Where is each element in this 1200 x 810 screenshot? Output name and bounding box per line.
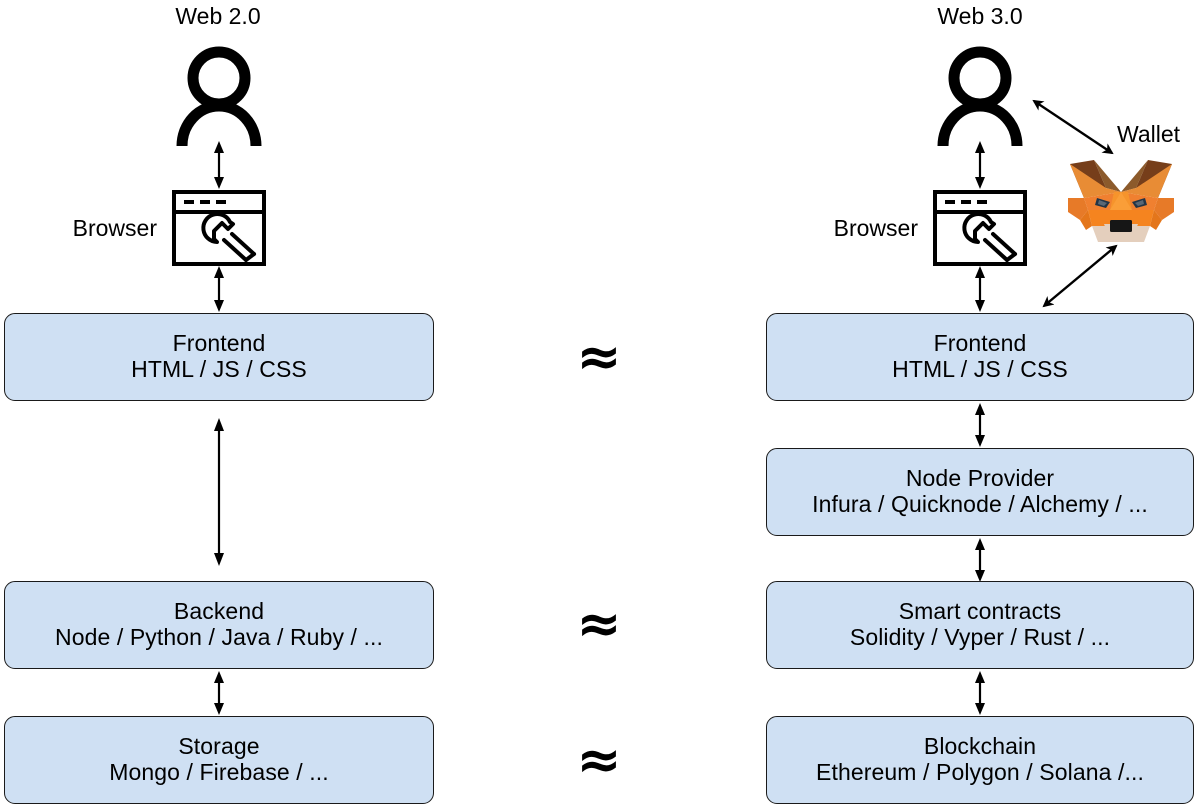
box-title: Storage xyxy=(178,733,260,760)
wrench-icon xyxy=(962,212,1017,262)
box-title: Frontend xyxy=(933,330,1027,357)
box-right-node-provider[interactable]: Node Provider Infura / Quicknode / Alche… xyxy=(766,448,1194,536)
arrow-user-browser-left xyxy=(208,141,230,189)
box-subtitle: HTML / JS / CSS xyxy=(131,356,307,382)
wrench-icon xyxy=(201,212,256,262)
box-title: Smart contracts xyxy=(898,598,1062,625)
arrow-user-browser-right xyxy=(969,141,991,189)
browser-label-left: Browser xyxy=(72,215,157,241)
box-title: Blockchain xyxy=(923,733,1037,760)
approx-symbol-frontend: ≈ xyxy=(576,325,622,388)
box-left-storage[interactable]: Storage Mongo / Firebase / ... xyxy=(4,716,434,804)
arrow-wallet-frontend xyxy=(1032,234,1128,318)
box-right-blockchain[interactable]: Blockchain Ethereum / Polygon / Solana /… xyxy=(766,716,1194,804)
box-left-frontend[interactable]: Frontend HTML / JS / CSS xyxy=(4,313,434,401)
arrow-frontend-backend-left xyxy=(208,418,230,566)
arrow-browser-frontend-right xyxy=(969,266,991,312)
arrow-nodeprovider-smartcontracts xyxy=(969,538,991,582)
approx-symbol-backend: ≈ xyxy=(576,592,622,655)
wallet-label: Wallet xyxy=(1117,121,1181,147)
box-subtitle: Infura / Quicknode / Alchemy / ... xyxy=(812,491,1148,517)
box-subtitle: HTML / JS / CSS xyxy=(892,356,1068,382)
arrow-smartcontracts-blockchain xyxy=(969,671,991,715)
arrow-browser-frontend-left xyxy=(208,266,230,312)
browser-window-icon-left xyxy=(172,190,266,266)
box-left-backend[interactable]: Backend Node / Python / Java / Ruby / ..… xyxy=(4,581,434,669)
approx-symbol-storage: ≈ xyxy=(576,728,622,791)
arrow-frontend-nodeprovider xyxy=(969,403,991,447)
browser-label-right: Browser xyxy=(833,215,918,241)
box-subtitle: Node / Python / Java / Ruby / ... xyxy=(54,624,384,650)
arrow-backend-storage-left xyxy=(208,671,230,715)
right-column-title: Web 3.0 xyxy=(937,3,1023,29)
user-person-icon-left xyxy=(175,44,263,147)
box-subtitle: Mongo / Firebase / ... xyxy=(109,759,329,785)
arrow-user-wallet xyxy=(1020,85,1124,165)
box-right-smart-contracts[interactable]: Smart contracts Solidity / Vyper / Rust … xyxy=(766,581,1194,669)
box-title: Backend xyxy=(173,598,265,625)
box-right-frontend[interactable]: Frontend HTML / JS / CSS xyxy=(766,313,1194,401)
box-subtitle: Ethereum / Polygon / Solana /... xyxy=(816,759,1144,785)
box-subtitle: Solidity / Vyper / Rust / ... xyxy=(849,624,1111,650)
left-column-title: Web 2.0 xyxy=(175,3,261,29)
user-person-icon-right xyxy=(936,44,1024,147)
metamask-fox-icon[interactable] xyxy=(1066,158,1176,246)
box-title: Node Provider xyxy=(905,465,1055,492)
box-title: Frontend xyxy=(172,330,266,357)
browser-window-icon-right xyxy=(933,190,1027,266)
